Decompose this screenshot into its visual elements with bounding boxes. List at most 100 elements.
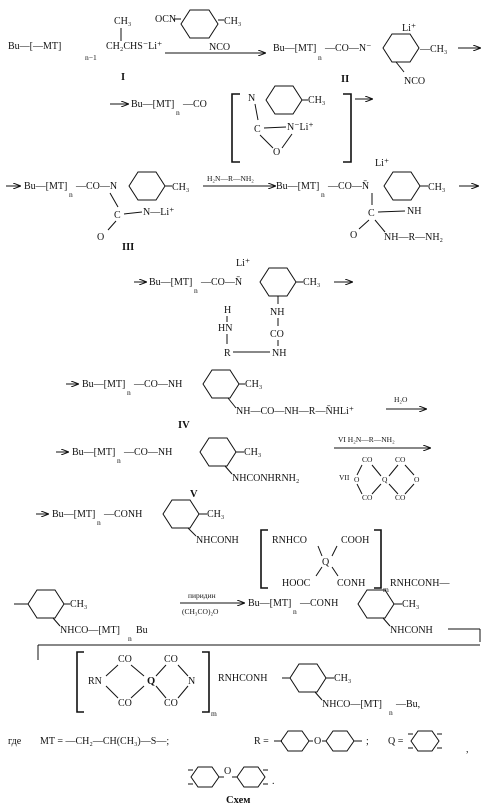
benzene-ring [382,33,420,63]
legend-where: где [8,736,22,747]
iii-c: C [114,210,121,221]
v-side: NHCONHRNH₂ [232,473,299,484]
label-I: I [121,72,125,83]
scheme-caption: Схем [226,795,250,806]
iii-o: O [97,232,104,243]
r1-chain: Bu—[—MT] [8,41,61,52]
reagent-water: H₂O [394,395,408,404]
row-polymer-c: CO CO RN Q N CO CO m RNHCONH CH₃ NHCO—[M… [37,644,480,718]
ii-chain: Bu—[MT] [273,43,316,54]
pa-cooh: COOH [341,535,369,546]
pc-ch3: CH₃ [334,673,351,684]
iii-nli: N—Li⁺ [143,207,174,218]
label-V: V [190,489,198,500]
int2-nh1: NH [270,307,284,318]
pa-tail: —CONH [103,509,142,520]
r1-tail: CH₂CHS⁻Li⁺ [106,41,162,52]
pa-rest: RNHCONH— [390,578,450,589]
reagent-vii: VII [339,473,350,482]
r1-sub: n−1 [85,53,97,62]
pb-p-nhconh: NHCONH [390,625,433,636]
benzene-ring [202,369,240,399]
iiip-li: Li⁺ [375,158,389,169]
row-compound-V: Bu—[MT] n —CO—NH CH₃ NHCONHRNH₂ V VI H₂N… [56,435,430,502]
reagent-diamine: H₂N—R—NH₂ [207,174,254,183]
int1-nli: N⁻Li⁺ [287,122,314,133]
vii-o-2: O [414,475,420,484]
pb-p-ch3: CH₃ [402,599,419,610]
pb-p-chain: Bu—[MT] [248,598,291,609]
benzene-ring [265,85,303,115]
iv-sub: n [127,388,131,397]
pa-ch3: CH₃ [207,509,224,520]
nco-label: NCO [209,42,230,53]
pb-sub: n [128,634,132,643]
pa-rnhco: RNHCO [272,535,307,546]
legend-period: . [272,776,275,787]
iiip-sub: n [321,190,325,199]
benzene-ring [289,663,327,693]
pb-nhco: NHCO—[MT] [60,625,120,636]
int2-ch3: CH₃ [303,277,320,288]
iii-tail: —CO—N [75,181,117,192]
cond-pyridine: пиридин [188,591,216,600]
pb-bu: Bu [136,625,148,636]
int1-tail: —CO [182,99,207,110]
int2-tail: —CO—N̄ [200,276,242,288]
v-sub: n [117,456,121,465]
row-polymer-a: Bu—[MT] n —CONH CH₃ NHCONH RNHCO COOH Q … [36,499,450,594]
row-intermediate-1: Bu—[MT] n —CO N CH₃ C N⁻Li⁺ O [110,85,372,163]
label-II: II [341,74,349,85]
benzene-ring [190,766,220,788]
benzene-ring [410,730,440,752]
iii-chain: Bu—[MT] [24,181,67,192]
vii-co-3: CO [362,493,373,502]
vii-co-4: CO [395,493,406,502]
pc-sub: n [389,708,393,717]
legend-comma: , [466,744,469,755]
label-IV: IV [178,420,190,431]
int2-co: CO [270,329,284,340]
v-chain: Bu—[MT] [72,447,115,458]
iv-ch3: CH₃ [245,379,262,390]
v-tail: —CO—NH [123,447,172,458]
pc-rest: RNHCONH [218,673,267,684]
legend-r-label: R = [254,736,269,747]
row-compound-III: Bu—[MT] n —CO—N CH₃ C N—Li⁺ O III H₂N—R—… [6,158,478,253]
row-reactants: Bu—[—MT] n−1 CH₂CHS⁻Li⁺ CH₃ I OCN CH₃ NC… [8,9,480,87]
pc-m: m [211,709,217,718]
iv-chain: Bu—[MT] [82,379,125,390]
int2-sub: n [194,286,198,295]
row-polymer-b: CH₃ NHCO—[MT] n Bu пиридин (CH₃CO)₂O Bu—… [14,589,481,643]
int1-ch3: CH₃ [308,95,325,106]
pc-co-2: CO [164,654,178,665]
row-compound-IV: Bu—[MT] n —CO—NH CH₃ NH—CO—NH—R—N̄HLi⁺ H… [66,369,426,431]
benzene-ring [180,9,219,39]
int2-h: H [224,305,231,316]
iv-tail: —CO—NH [133,379,182,390]
int1-sub: n [176,108,180,117]
benzene-ring [259,267,297,297]
pa-m: m [383,585,389,594]
pa-sub: n [97,518,101,527]
ocn-label: OCN [155,14,176,25]
pc-bu: —Bu, [395,699,420,710]
iii-sub: n [69,190,73,199]
benzene-ring [325,730,355,752]
r1-ch3: CH₃ [114,16,131,27]
pc-q: Q [147,676,155,687]
pc-co-3: CO [118,698,132,709]
int1-o: O [273,147,280,158]
pb-ch3: CH₃ [70,599,87,610]
pa-conh: CONH [337,578,365,589]
legend-r-o: O [314,736,321,747]
iii-ch3: CH₃ [172,182,189,193]
ii-ch3: —CH₃ [419,44,447,55]
pb-p-sub: n [293,607,297,616]
vii-q: Q [382,475,388,484]
int2-chain: Bu—[MT] [149,277,192,288]
pc-rn: RN [88,676,102,687]
cond-anhydride: (CH₃CO)₂O [182,607,219,616]
legend-q-label: Q = [388,736,404,747]
legend: где MT = —CH₂—CH(CH₃)—S—; R = O ; Q = , … [8,730,469,806]
